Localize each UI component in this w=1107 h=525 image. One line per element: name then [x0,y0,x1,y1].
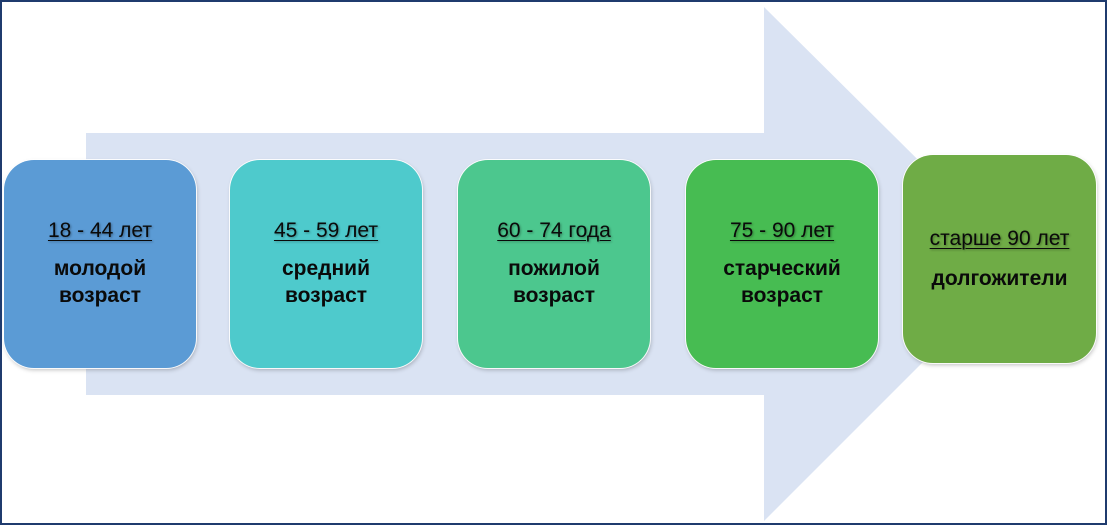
stage-range: 60 - 74 года [497,219,611,242]
stage-box-longevity: старше 90 лет долгожители [903,155,1096,363]
stage-box-middle: 45 - 59 лет средний возраст [230,160,422,368]
stage-box-senile: 75 - 90 лет старческий возраст [686,160,878,368]
stage-box-elderly: 60 - 74 года пожилой возраст [458,160,650,368]
stage-box-young: 18 - 44 лет молодой возраст [4,160,196,368]
stage-label: старческий возраст [723,257,841,307]
stage-range: старше 90 лет [929,226,1070,250]
stage-label: долгожители [931,266,1068,290]
stage-label: молодой возраст [53,257,147,307]
stage-label: пожилой возраст [508,257,600,307]
stage-range: 45 - 59 лет [273,219,379,242]
stage-range: 75 - 90 лет [729,219,835,242]
stage-label: средний возраст [281,257,371,307]
stage-range: 18 - 44 лет [47,219,153,242]
